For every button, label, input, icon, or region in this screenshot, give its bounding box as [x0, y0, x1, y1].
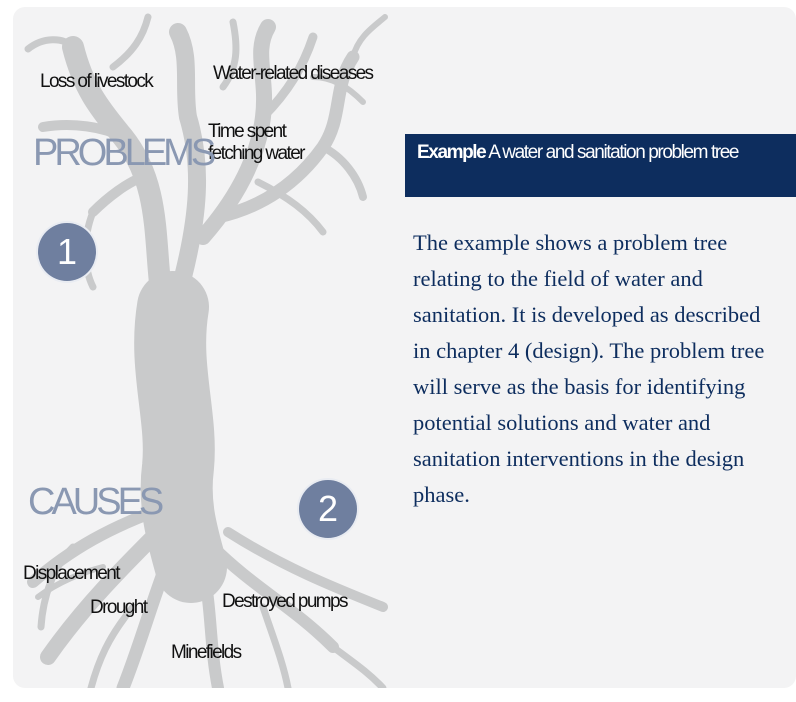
problem-water-related-diseases: Water-related diseases — [213, 63, 374, 84]
example-header-bold: Example — [417, 142, 487, 163]
badge-2: 2 — [299, 480, 357, 538]
causes-heading: CAUSES — [28, 481, 164, 523]
example-header-text: A water and sanitation problem tree — [488, 142, 739, 163]
example-body-text: The example shows a problem tree relatin… — [413, 230, 765, 507]
cause-minefields: Minefields — [171, 642, 242, 663]
tree-illustration — [24, 13, 388, 688]
problem-tree-panel: Loss of livestock Water-related diseases… — [13, 7, 796, 688]
example-header: Example A water and sanitation problem t… — [405, 134, 796, 197]
cause-drought: Drought — [90, 597, 148, 618]
problem-loss-of-livestock: Loss of livestock — [40, 71, 154, 92]
badge-1: 1 — [38, 223, 96, 281]
problem-time-spent-line1: Time spent — [208, 121, 287, 142]
cause-displacement: Displacement — [23, 563, 121, 584]
problems-heading: PROBLEMS — [33, 132, 216, 174]
cause-destroyed-pumps: Destroyed pumps — [222, 591, 349, 612]
problem-time-spent-line2: fetching water — [208, 143, 305, 164]
